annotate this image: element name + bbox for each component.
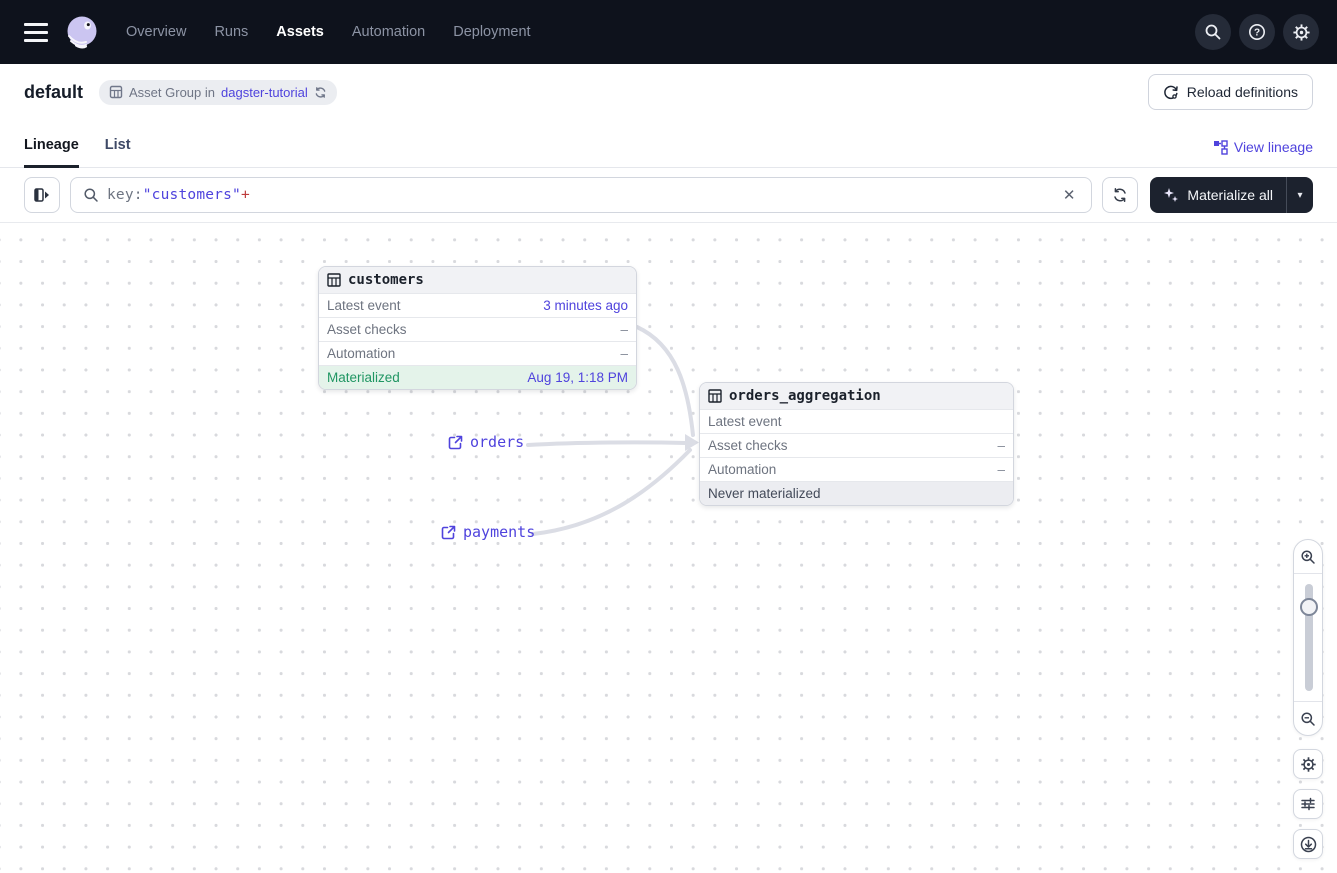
sync-icon[interactable] <box>314 86 327 99</box>
caret-down-icon: ▾ <box>1297 190 1302 201</box>
zoom-out-icon <box>1300 711 1316 727</box>
external-link-icon <box>448 435 463 450</box>
dagster-logo-icon[interactable] <box>64 14 100 50</box>
asset-group-badge: Asset Group in dagster-tutorial <box>99 80 337 105</box>
asset-row-automation: Automation – <box>319 341 636 365</box>
zoom-slider-thumb[interactable] <box>1300 598 1318 616</box>
refresh-icon <box>1112 187 1128 203</box>
asset-row-never-materialized: Never materialized <box>700 481 1013 505</box>
zoom-in-button[interactable] <box>1294 540 1322 573</box>
asset-node-customers[interactable]: customers Latest event 3 minutes ago Ass… <box>318 266 637 390</box>
gear-icon <box>1292 23 1311 42</box>
asset-group-icon <box>109 85 123 99</box>
materialize-all-label: Materialize all <box>1187 187 1273 203</box>
search-icon <box>83 187 99 203</box>
asset-node-header[interactable]: orders_aggregation <box>700 383 1013 409</box>
nav-item-runs[interactable]: Runs <box>214 24 248 40</box>
nav-item-assets[interactable]: Assets <box>276 24 324 40</box>
asset-row-asset-checks: Asset checks – <box>700 433 1013 457</box>
sliders-icon <box>1300 796 1316 812</box>
asset-search-input[interactable]: key:"customers"+ ✕ <box>70 177 1092 213</box>
gear-icon <box>1300 756 1317 773</box>
asset-name: customers <box>348 272 424 288</box>
edge-customers-to-aggregation <box>637 327 693 435</box>
view-lineage-label: View lineage <box>1234 139 1313 155</box>
asset-row-latest-event: Latest event 3 minutes ago <box>319 293 636 317</box>
recenter-icon <box>1300 836 1317 853</box>
clear-search-icon[interactable]: ✕ <box>1059 184 1080 206</box>
reload-definitions-button[interactable]: Reload definitions <box>1148 74 1313 110</box>
external-asset-label: orders <box>470 433 524 451</box>
graph-filters-button[interactable] <box>1293 789 1323 819</box>
refresh-graph-button[interactable] <box>1102 177 1138 213</box>
navbar-actions: ? <box>1195 14 1319 50</box>
latest-event-link[interactable]: 3 minutes ago <box>543 298 628 313</box>
zoom-slider[interactable] <box>1294 574 1322 701</box>
badge-prefix-text: Asset Group in <box>129 85 215 100</box>
asset-node-header[interactable]: customers <box>319 267 636 293</box>
table-icon <box>708 389 722 403</box>
svg-text:?: ? <box>1254 28 1260 39</box>
lineage-toolbar: key:"customers"+ ✕ Materialize all ▾ <box>0 168 1337 223</box>
nav-item-deployment[interactable]: Deployment <box>453 24 530 40</box>
lineage-graph-icon <box>1213 140 1228 155</box>
table-icon <box>327 273 341 287</box>
zoom-out-button[interactable] <box>1294 702 1322 735</box>
page-title: default <box>24 82 83 103</box>
asset-name: orders_aggregation <box>729 388 881 404</box>
nav-item-overview[interactable]: Overview <box>126 24 186 40</box>
search-icon <box>1204 23 1222 41</box>
help-icon: ? <box>1247 22 1267 42</box>
asset-row-asset-checks: Asset checks – <box>319 317 636 341</box>
zoom-control <box>1293 539 1323 736</box>
asset-row-latest-event: Latest event <box>700 409 1013 433</box>
materialize-all-button[interactable]: Materialize all <box>1150 177 1286 213</box>
search-button[interactable] <box>1195 14 1231 50</box>
recenter-graph-button[interactable] <box>1293 829 1323 859</box>
asset-row-materialized: Materialized Aug 19, 1:18 PM <box>319 365 636 389</box>
tab-lineage[interactable]: Lineage <box>24 137 79 167</box>
lineage-graph-canvas[interactable]: customers Latest event 3 minutes ago Ass… <box>0 223 1337 872</box>
reload-definitions-label: Reload definitions <box>1187 84 1298 100</box>
toggle-sidebar-button[interactable] <box>24 177 60 213</box>
asset-row-automation: Automation – <box>700 457 1013 481</box>
zoom-in-icon <box>1300 549 1316 565</box>
main-nav: Overview Runs Assets Automation Deployme… <box>126 24 531 40</box>
nav-item-automation[interactable]: Automation <box>352 24 425 40</box>
panel-expand-icon <box>33 187 51 203</box>
top-navbar: Overview Runs Assets Automation Deployme… <box>0 0 1337 64</box>
external-asset-orders[interactable]: orders <box>448 433 524 451</box>
edge-payments-to-aggregation <box>533 450 690 534</box>
search-query-text: key:"customers"+ <box>107 187 1051 203</box>
lineage-edges <box>0 223 1337 872</box>
materialize-options-button[interactable]: ▾ <box>1286 177 1313 213</box>
help-button[interactable]: ? <box>1239 14 1275 50</box>
code-location-link[interactable]: dagster-tutorial <box>221 85 308 100</box>
external-asset-payments[interactable]: payments <box>441 523 535 541</box>
tab-list[interactable]: List <box>105 137 131 167</box>
asset-group-header: default Asset Group in dagster-tutorial … <box>0 64 1337 120</box>
tabs-bar: Lineage List View lineage <box>0 120 1337 168</box>
materialize-split-button: Materialize all ▾ <box>1150 177 1313 213</box>
view-lineage-link[interactable]: View lineage <box>1213 139 1313 167</box>
external-asset-label: payments <box>463 523 535 541</box>
edge-orders-to-aggregation <box>528 442 686 445</box>
graph-settings-button[interactable] <box>1293 749 1323 779</box>
reload-icon <box>1163 84 1179 100</box>
settings-button[interactable] <box>1283 14 1319 50</box>
asset-node-orders-aggregation[interactable]: orders_aggregation Latest event Asset ch… <box>699 382 1014 506</box>
sparkles-icon <box>1163 187 1179 203</box>
materialized-timestamp-link[interactable]: Aug 19, 1:18 PM <box>527 370 628 385</box>
hamburger-menu-icon[interactable] <box>24 23 48 42</box>
external-link-icon <box>441 525 456 540</box>
